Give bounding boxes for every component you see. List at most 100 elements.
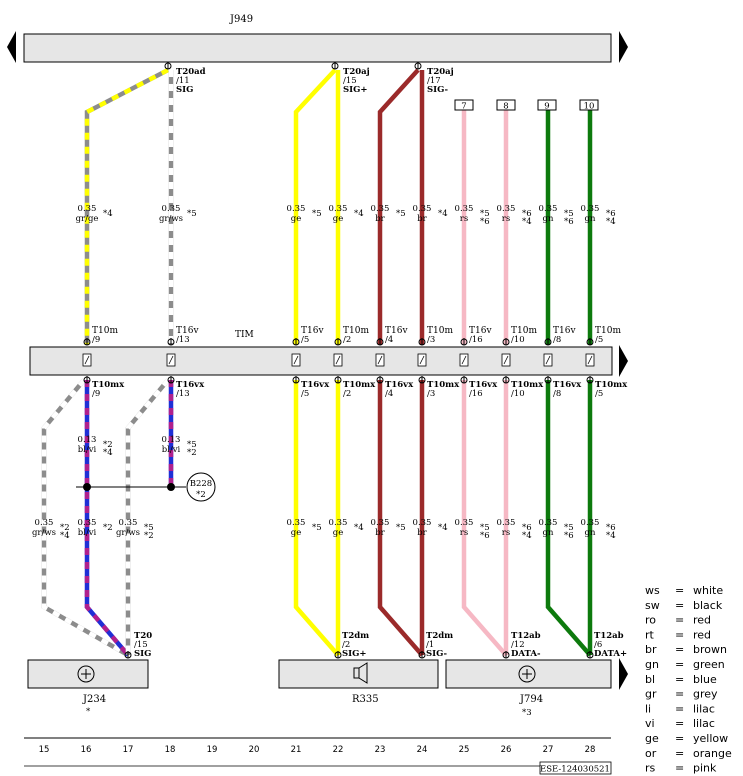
svg-text:/13: /13 bbox=[176, 389, 190, 399]
tim-lower-pin-24: T10mx/3 bbox=[427, 380, 460, 399]
svg-text:*4: *4 bbox=[103, 209, 113, 219]
legend-row: ro=red bbox=[645, 614, 711, 627]
svg-text:*5: *5 bbox=[187, 209, 197, 219]
box-9: 9 bbox=[544, 102, 549, 112]
svg-text:=: = bbox=[675, 599, 684, 612]
svg-text:gr/ws: gr/ws bbox=[159, 214, 183, 224]
legend-row: br=brown bbox=[645, 643, 727, 656]
svg-text:rs: rs bbox=[460, 214, 468, 224]
svg-text:T16vx: T16vx bbox=[553, 380, 582, 390]
svg-text:/5: /5 bbox=[595, 335, 603, 345]
svg-text:SIG-: SIG- bbox=[426, 649, 448, 659]
right-arrow-icon bbox=[619, 31, 628, 63]
svg-text:*4: *4 bbox=[438, 209, 448, 219]
tim-bus-label: TIM bbox=[235, 330, 254, 340]
tim-upper-pin-22: T10m/2 bbox=[343, 326, 369, 345]
svg-text:*6: *6 bbox=[564, 217, 574, 227]
svg-text:*4: *4 bbox=[606, 531, 616, 541]
svg-text:/4: /4 bbox=[385, 335, 393, 345]
svg-text:brown: brown bbox=[693, 643, 727, 656]
svg-text:gr/ws: gr/ws bbox=[32, 528, 56, 538]
svg-text:=: = bbox=[675, 717, 684, 730]
grid-number: 20 bbox=[249, 745, 260, 755]
svg-text:T16v: T16v bbox=[176, 326, 199, 336]
wire-gr-ws-15-stripe bbox=[41, 378, 130, 657]
tim-upper-pin-25: T16v/16 bbox=[469, 326, 492, 345]
tim-pin-labels: T10m/9T10mx/9T16v/13T16vx/13T16v/5T16vx/… bbox=[92, 326, 628, 399]
svg-text:yellow: yellow bbox=[693, 732, 728, 745]
tim-upper-pin-26: T10m/10 bbox=[511, 326, 537, 345]
svg-text:SIG+: SIG+ bbox=[343, 85, 368, 95]
svg-text:rs: rs bbox=[645, 762, 656, 775]
svg-text:T10m: T10m bbox=[92, 326, 118, 336]
component-j234: J234 * bbox=[27, 659, 149, 717]
box-10: 10 bbox=[584, 102, 595, 112]
svg-text:bl/vi: bl/vi bbox=[78, 445, 97, 455]
svg-text:li: li bbox=[645, 702, 651, 715]
svg-text:ge: ge bbox=[291, 528, 301, 538]
svg-text:*4: *4 bbox=[103, 448, 113, 458]
svg-text:T10m: T10m bbox=[343, 326, 369, 336]
svg-text:/12: /12 bbox=[511, 640, 525, 650]
b228-label: B228 bbox=[190, 479, 212, 489]
grid-number: 15 bbox=[39, 745, 50, 755]
grid-number: 28 bbox=[585, 745, 596, 755]
svg-text:gr/ge: gr/ge bbox=[76, 214, 99, 224]
splice-dot bbox=[83, 483, 91, 491]
svg-text:ge: ge bbox=[333, 528, 343, 538]
svg-text:0.35: 0.35 bbox=[35, 518, 54, 528]
svg-text:gn: gn bbox=[543, 528, 554, 538]
svg-text:*6: *6 bbox=[564, 531, 574, 541]
svg-text:*2: *2 bbox=[103, 523, 113, 533]
svg-text:*5: *5 bbox=[187, 440, 197, 450]
svg-text:T12ab: T12ab bbox=[511, 631, 541, 641]
pin-number-boxes: 7 8 9 10 bbox=[454, 99, 599, 112]
svg-text:ge: ge bbox=[291, 214, 301, 224]
svg-text:T10m: T10m bbox=[427, 326, 453, 336]
top-bus: J949 bbox=[7, 14, 628, 63]
svg-text:*6: *6 bbox=[480, 531, 490, 541]
wires-layer bbox=[41, 68, 593, 657]
bottom-connector-t2dm-a: T2dm /2 SIG+ bbox=[342, 631, 369, 659]
svg-text:SIG: SIG bbox=[176, 85, 193, 95]
svg-text:/9: /9 bbox=[92, 335, 100, 345]
bottom-connector-t2dm-b: T2dm /1 SIG- bbox=[426, 631, 453, 659]
grid-number: 18 bbox=[165, 745, 176, 755]
svg-text:=: = bbox=[675, 658, 684, 671]
svg-text:=: = bbox=[675, 762, 684, 775]
grid-number: 26 bbox=[501, 745, 512, 755]
svg-text:vi: vi bbox=[645, 717, 655, 730]
tim-upper-pin-18: T16v/13 bbox=[176, 326, 199, 345]
control-unit-icon bbox=[77, 665, 95, 683]
grid-number: 23 bbox=[375, 745, 386, 755]
control-unit-icon bbox=[518, 665, 536, 683]
legend-row: bl=blue bbox=[645, 673, 717, 686]
svg-text:lilac: lilac bbox=[693, 702, 715, 715]
svg-text:/8: /8 bbox=[553, 389, 561, 399]
tim-upper-pin-16: T10m/9 bbox=[92, 326, 118, 345]
grid-number: 16 bbox=[81, 745, 92, 755]
wire-ge-21-low bbox=[293, 380, 340, 657]
svg-text:/8: /8 bbox=[553, 335, 561, 345]
svg-text:/10: /10 bbox=[511, 335, 525, 345]
svg-text:ge: ge bbox=[645, 732, 659, 745]
tim-lower-pin-22: T10mx/2 bbox=[343, 380, 376, 399]
svg-text:br: br bbox=[375, 214, 385, 224]
svg-text:0.35: 0.35 bbox=[581, 204, 600, 214]
svg-text:blue: blue bbox=[693, 673, 717, 686]
svg-text:*2: *2 bbox=[187, 448, 197, 458]
svg-text:=: = bbox=[675, 628, 684, 641]
svg-text:=: = bbox=[675, 673, 684, 686]
svg-text:/5: /5 bbox=[595, 389, 603, 399]
top-bus-label: J949 bbox=[229, 14, 253, 25]
grid-number: 27 bbox=[543, 745, 554, 755]
svg-text:gn: gn bbox=[543, 214, 554, 224]
legend-row: ws=white bbox=[645, 584, 723, 597]
